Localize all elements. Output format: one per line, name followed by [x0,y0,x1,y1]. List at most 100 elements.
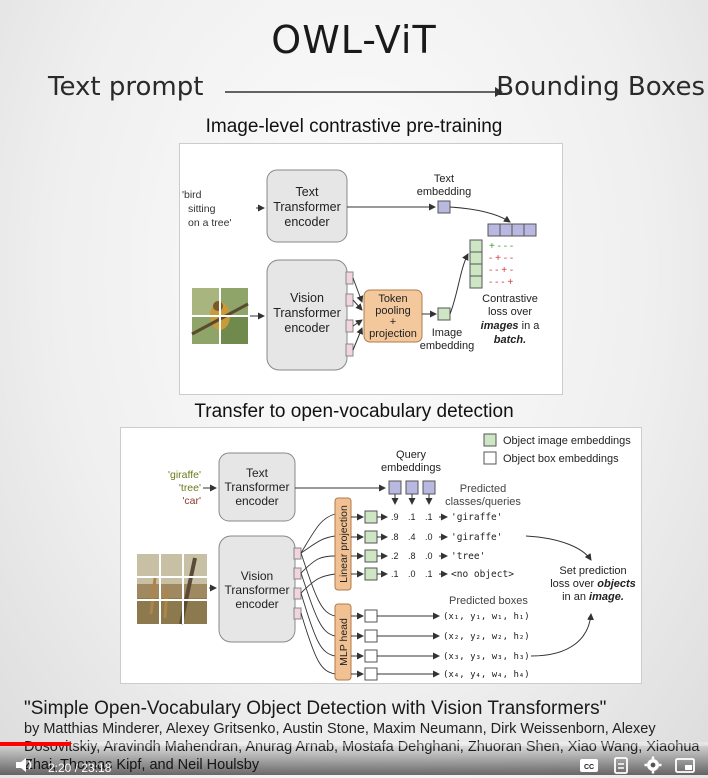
text-prompt-label: Text prompt [48,72,204,102]
paper-title: "Simple Open-Vocabulary Object Detection… [24,698,607,719]
box-row: (x₃, y₃, w₃, h₃) [351,649,530,663]
score: .2 [391,551,399,561]
box-coords: (x₂, y₂, w₂, h₂) [443,632,530,642]
query-item: 'car' [182,495,201,507]
text-encoder-label: Transformer [225,480,290,494]
text-query: 'bird sitting on a tree' [182,189,231,229]
header-arrow-icon [225,87,503,97]
text-encoder-label: Text [296,185,319,199]
score: .0 [425,532,433,542]
token-pooling-label: Token [378,293,407,305]
query-embeddings-label: Query [396,449,426,461]
loss-text: loss over [488,306,532,318]
legend-white-swatch [483,451,497,465]
class-row: .1 .0 .1 <no object> [351,567,514,581]
query-list: 'giraffe' 'tree' 'car' [168,469,201,507]
score: .1 [425,569,433,579]
query-line: 'bird [182,189,202,201]
bird-image-thumbnail [191,288,249,344]
image-embedding-label: embedding [420,340,474,352]
text-encoder-box [266,169,348,243]
box-row: (x₂, y₂, w₂, h₂) [351,629,530,643]
mlp-head-box [334,603,352,681]
box-row: (x₄, y₄, w₄, h₄) [351,667,530,681]
linear-projection-box [334,497,352,591]
progress-fill [0,742,71,746]
image-embeddings-column [469,239,483,289]
set-loss-text: in an image. [562,591,624,603]
class-label: 'tree' [451,551,485,562]
loss-text: Contrastive [482,293,538,305]
score: .1 [408,512,416,522]
captions-icon[interactable]: CC [578,756,600,774]
text-embedding-label: Text [434,173,454,185]
text-embedding-cell [437,200,451,214]
legend: Object image embeddings Object box embed… [483,433,631,465]
pretraining-diagram: 'bird sitting on a tree' Text Transforme… [179,143,563,395]
transcript-icon[interactable] [610,756,632,774]
score: .1 [425,512,433,522]
set-loss-text: Set prediction [559,565,626,577]
score: .4 [408,532,416,542]
section-detection-title: Transfer to open-vocabulary detection [194,401,514,422]
vision-encoder-label: Transformer [273,306,341,320]
class-row: .2 .8 .0 'tree' [351,549,485,563]
mlp-head-label: MLP head [338,618,350,666]
score: .0 [408,569,416,579]
loss-arrow-bottom [530,613,594,657]
query-embedding-cells [388,480,436,495]
matrix-row: - + - - [489,253,513,264]
query-embeddings-label: embeddings [381,462,441,474]
bounding-boxes-label: Bounding Boxes [496,72,705,102]
score: .8 [391,532,399,542]
text-encoder-label: Text [246,466,269,480]
legend-label: Object box embeddings [503,453,619,465]
legend-green-swatch [483,433,497,447]
token-pooling-label: + [390,316,396,328]
class-label: 'giraffe' [451,532,502,543]
linear-projection-label: Linear projection [338,505,350,583]
vision-encoder-label: encoder [284,321,329,335]
class-label: 'giraffe' [451,512,502,523]
text-embeddings-row [487,223,537,237]
class-row: .8 .4 .0 'giraffe' [351,530,502,544]
miniplayer-icon[interactable] [674,756,696,774]
similarity-matrix: + - - - - + - - - - + - - - - + [489,241,513,288]
class-prediction-rows: .9 .1 .1 'giraffe' .8 .4 .0 'giraffe' [351,510,514,581]
predicted-boxes-label: Predicted boxes [449,595,528,607]
box-prediction-rows: (x₁, y₁, w₁, h₁) (x₂, y₂, w₂, h₂) (x₃, y… [351,609,530,681]
progress-bar[interactable] [0,742,708,746]
loss-text: batch. [494,334,526,346]
text-encoder-box [218,452,296,522]
slide-title: OWL-ViT [271,18,437,62]
score: .0 [425,551,433,561]
svg-text:CC: CC [584,764,594,771]
query-item: 'tree' [179,482,201,494]
giraffe-image-thumbnail [137,554,207,625]
query-item: 'giraffe' [168,469,201,481]
token-pooling-label: projection [369,328,417,340]
box-row: (x₁, y₁, w₁, h₁) [351,609,530,623]
loss-text: images in a [481,320,541,332]
box-coords: (x₃, y₃, w₃, h₃) [443,652,530,662]
score: .8 [408,551,416,561]
text-encoder-label: encoder [284,215,329,229]
text-embedding-label: embedding [417,186,471,198]
set-loss-text: loss over objects [550,578,636,590]
token-pooling-label: pooling [375,305,410,317]
section-pretraining-title: Image-level contrastive pre-training [205,116,503,137]
query-line: on a tree' [188,217,231,229]
vision-encoder-box [266,259,348,371]
vision-encoder-label: Vision [241,569,273,583]
settings-icon[interactable] [642,756,664,774]
predicted-classes-label: classes/queries [445,496,521,508]
score: .1 [391,569,399,579]
loss-arrow-top [525,535,592,561]
volume-icon[interactable] [14,756,36,774]
legend-label: Object image embeddings [503,435,631,447]
class-label: <no object> [451,569,514,580]
text-encoder-label: Transformer [273,200,341,214]
score: .9 [391,512,399,522]
matrix-row: - - - + [489,277,513,288]
vision-encoder-label: encoder [235,597,278,611]
